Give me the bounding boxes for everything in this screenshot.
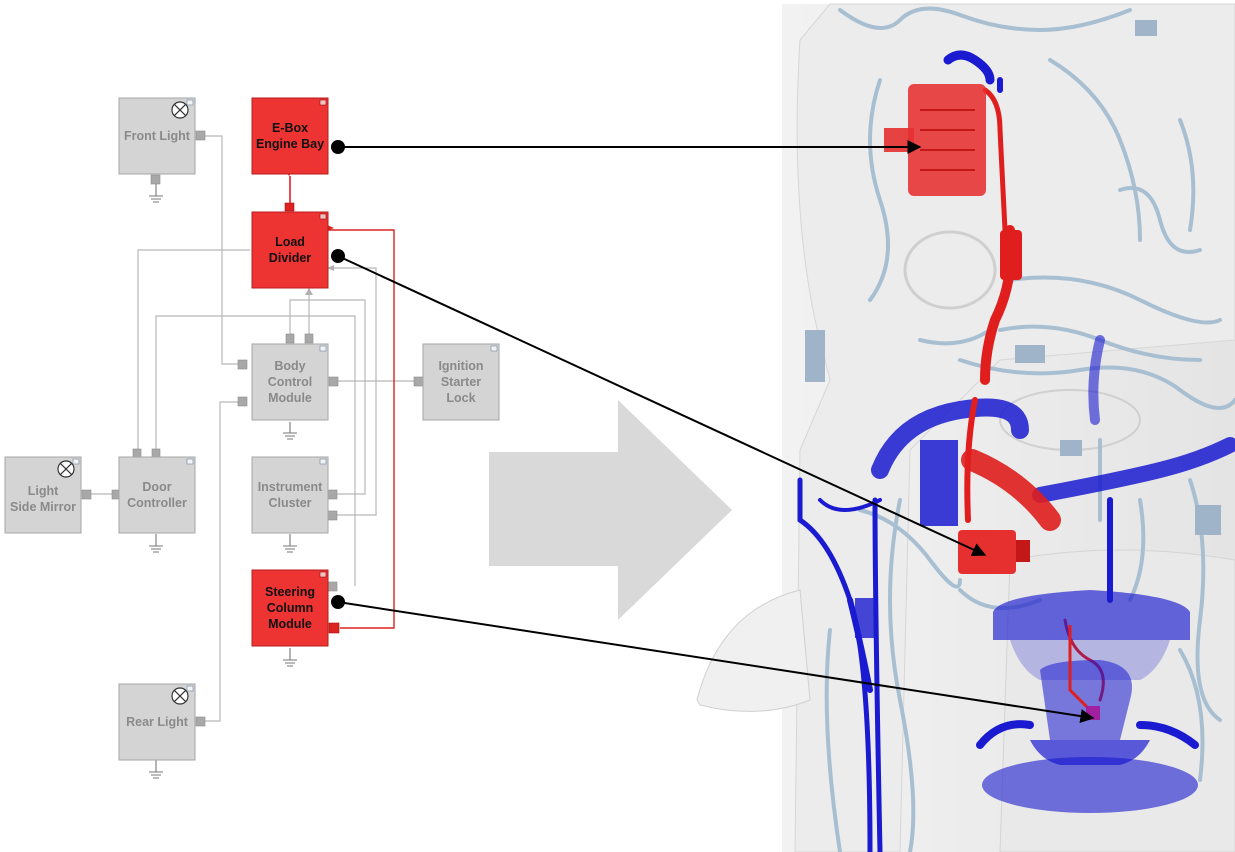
- module-label: Rear Light: [126, 715, 189, 729]
- module-corner-icon: [319, 458, 327, 465]
- module-label: Steering: [265, 585, 315, 599]
- ground-icon: [283, 648, 297, 667]
- module-box: [251, 97, 329, 175]
- pointer-steering: [337, 601, 1095, 724]
- wire-rear-to-bcm: [205, 401, 244, 722]
- module-label: Module: [268, 617, 312, 631]
- module-box: [251, 343, 329, 421]
- red-harness-sleeve: [1000, 230, 1022, 280]
- module-corner-icon: [72, 458, 80, 465]
- ground-icon: [283, 422, 297, 440]
- module-corner-icon: [186, 99, 194, 106]
- big-transition-arrow-icon: [489, 400, 732, 620]
- module-label: Column: [267, 601, 314, 615]
- pointer-origins: [331, 140, 345, 609]
- module-corner-icon: [319, 99, 327, 106]
- module-corner-icon: [319, 571, 327, 578]
- light-harness-connectors: [805, 20, 1221, 535]
- module-label: Divider: [269, 251, 312, 265]
- module-label: Light: [28, 484, 59, 498]
- pointer-load-divider: [337, 255, 987, 557]
- module-box: [251, 569, 329, 647]
- module-label: Lock: [446, 391, 475, 405]
- blue-connector-small: [855, 598, 875, 638]
- module-label: Body: [274, 359, 305, 373]
- module-label: Front Light: [124, 129, 191, 143]
- steering-column-part: [976, 590, 1199, 813]
- module-front-light: Front Light: [118, 97, 196, 175]
- module-box: [251, 456, 329, 534]
- module-corner-icon: [490, 345, 498, 352]
- lamp-icon: [171, 687, 189, 705]
- wire-bcm-bus: [289, 299, 366, 495]
- blue-connector-block: [920, 440, 958, 526]
- module-box: [422, 343, 500, 421]
- module-label: Load: [275, 235, 305, 249]
- module-label: Side Mirror: [10, 500, 76, 514]
- module-label: Module: [268, 391, 312, 405]
- wire-load-to-door: [137, 249, 250, 458]
- wire-load-to-cluster: [330, 267, 377, 516]
- module-label: E-Box: [272, 121, 308, 135]
- ground-icon: [149, 534, 163, 553]
- module-label: Engine Bay: [256, 137, 324, 151]
- light-harness-branches: [824, 6, 1235, 852]
- module-corner-icon: [319, 345, 327, 352]
- module-label: Controller: [127, 496, 187, 510]
- ground-icon: [149, 184, 163, 203]
- lamp-icon: [171, 101, 189, 119]
- mapping-pointers: [337, 140, 1095, 724]
- module-label: Starter: [441, 375, 481, 389]
- module-label: Cluster: [268, 496, 311, 510]
- wire-power-to-steering: [327, 229, 395, 629]
- module-rear-light: Rear Light: [118, 683, 196, 761]
- module-corner-icon: [186, 458, 194, 465]
- module-box: [251, 211, 329, 289]
- module-label: Control: [268, 375, 312, 389]
- module-label: Instrument: [258, 480, 323, 494]
- lamp-icon: [57, 460, 75, 478]
- module-corner-icon: [186, 685, 194, 692]
- load-divider-part: [958, 530, 1030, 574]
- wire-frontlight-to-bcm: [205, 135, 244, 365]
- ground-symbols: [149, 184, 297, 779]
- module-box: [118, 456, 196, 534]
- schematic-wires: [90, 135, 416, 722]
- ground-icon: [283, 534, 297, 553]
- vehicle-3d-harness-view: [696, 3, 1235, 852]
- module-corner-icon: [319, 213, 327, 220]
- module-label: Ignition: [438, 359, 483, 373]
- wire-door-bus: [155, 315, 356, 586]
- connector-pins: [81, 130, 424, 727]
- module-label: Door: [142, 480, 171, 494]
- ground-icon: [149, 760, 163, 779]
